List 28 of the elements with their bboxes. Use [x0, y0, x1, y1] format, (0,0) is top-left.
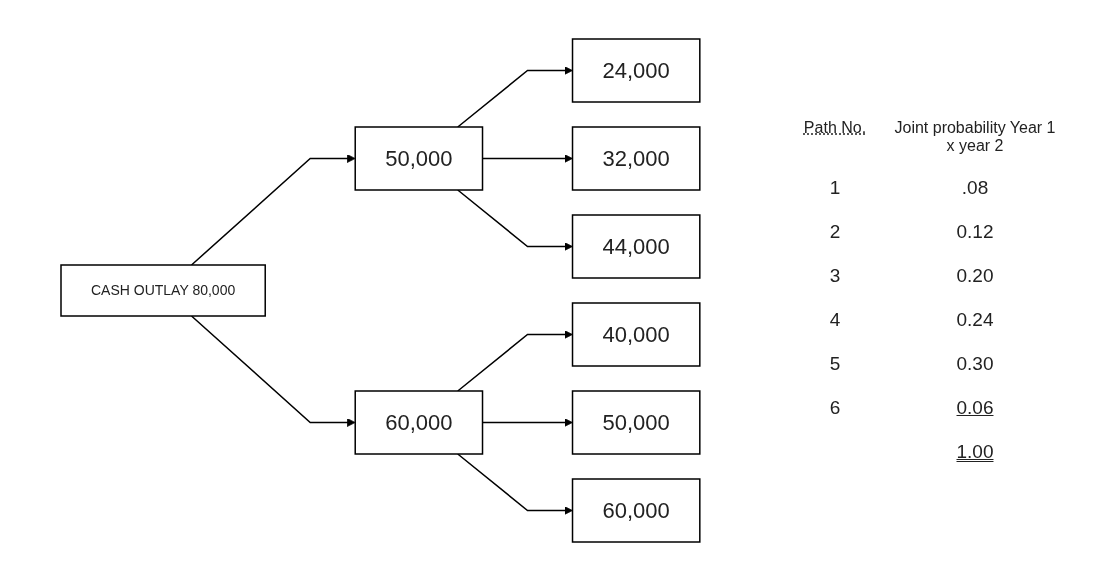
node-box: 24,000 [571, 38, 701, 103]
probability-value: 0.06 [956, 396, 994, 419]
probability-value: 0.30 [956, 352, 994, 375]
probability-value: 0.24 [956, 308, 994, 331]
node-box: 60,000 [571, 478, 701, 543]
node-box: 50,000 [354, 126, 483, 191]
column-header: Joint probability Year 1 x year 2 [893, 118, 1057, 155]
probability-value: 0.12 [956, 220, 994, 243]
arrow [456, 330, 573, 392]
path-number: 2 [829, 220, 841, 243]
probability-value: 0.20 [956, 264, 994, 287]
path-number: 5 [829, 352, 841, 375]
column-header: Path No. [803, 118, 867, 138]
probability-value: .08 [961, 176, 989, 199]
path-number: 4 [829, 308, 841, 331]
arrow [456, 66, 573, 128]
node-box: 60,000 [354, 390, 483, 455]
path-number: 6 [829, 396, 841, 419]
node-box: 32,000 [571, 126, 701, 191]
path-number: 1 [829, 176, 841, 199]
arrow [456, 453, 573, 515]
node-box: 40,000 [571, 302, 701, 367]
node-box: 50,000 [571, 390, 701, 455]
path-number: 3 [829, 264, 841, 287]
arrow [456, 189, 573, 251]
path-number: 1.00 [956, 440, 994, 463]
node-box: 44,000 [571, 214, 701, 279]
node-box: CASH OUTLAY 80,000 [59, 264, 266, 317]
